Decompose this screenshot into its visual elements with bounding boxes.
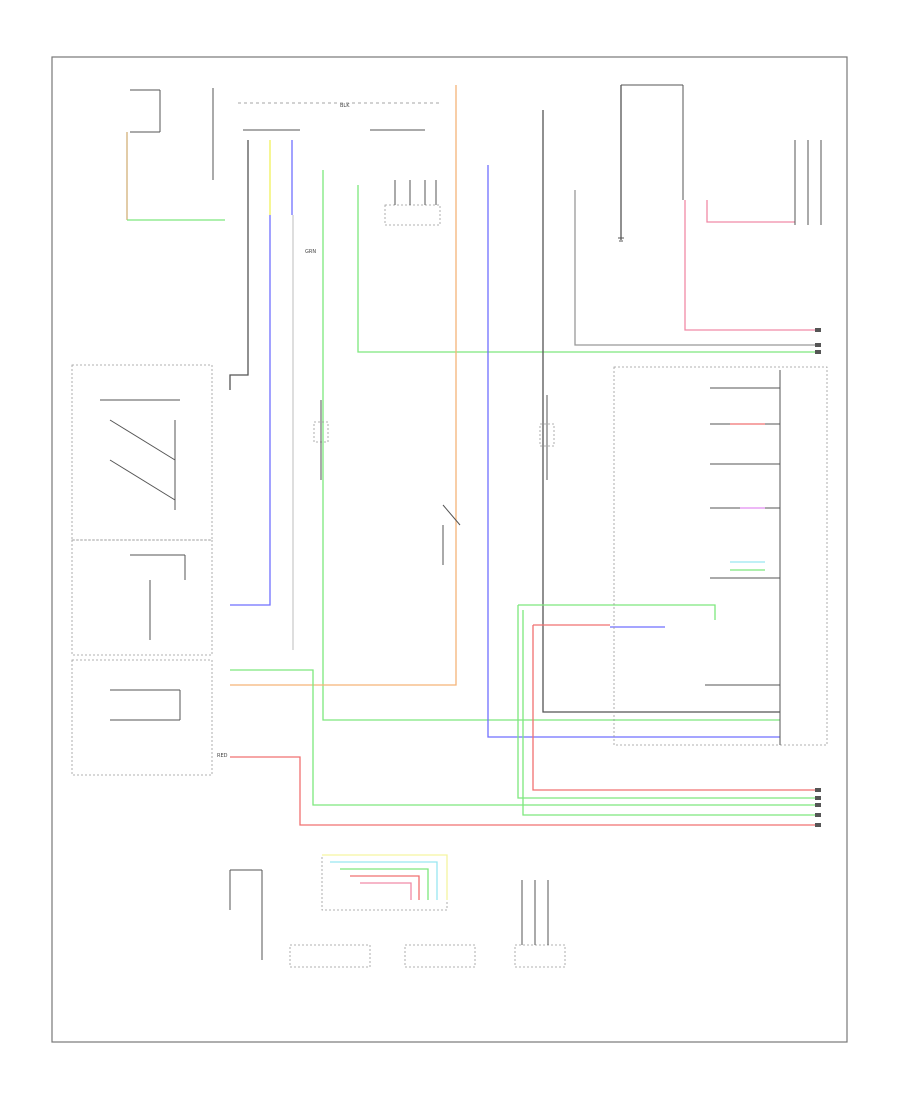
wire-red-lower-2 [532,625,818,791]
connector-block-mid [384,180,441,226]
wire-green-lower-1 [230,669,818,806]
switch-block-bottom-left [71,659,213,776]
label-wire-top: BLK [340,103,350,109]
wire-green-lower-link [518,604,716,620]
wire-pink [684,200,818,331]
wire-gray-right [574,190,818,346]
switch-block-lower-left [71,539,213,656]
ground-top [618,237,624,242]
wire-green-top-right [357,185,818,353]
wire-green-lower-3 [522,610,818,816]
wire-black-center [542,110,780,713]
connector-top-right [794,140,822,225]
diagram-border [51,56,848,1043]
label-wire-green: GRN [305,249,316,255]
control-module-right [613,366,828,746]
relay-center-left [313,400,329,480]
switch-center [442,504,461,565]
bottom-connectors [229,854,566,968]
small-labels: BLK GRN RED [217,103,350,759]
wire-orange [230,85,457,686]
wire-blue-right [487,165,780,738]
wire-blue-left [230,215,271,606]
relay-center-right [539,395,555,480]
right-terminals [815,328,821,827]
wire-pink-short [706,200,795,223]
wire-green-mid [322,170,780,721]
switch-block-left [71,364,213,541]
top-left-component [130,88,214,180]
wire-red-lower-1 [230,756,818,826]
wire-green-lower-2 [517,605,818,799]
wire-black-main [229,140,249,390]
label-wire-red: RED [217,753,228,759]
